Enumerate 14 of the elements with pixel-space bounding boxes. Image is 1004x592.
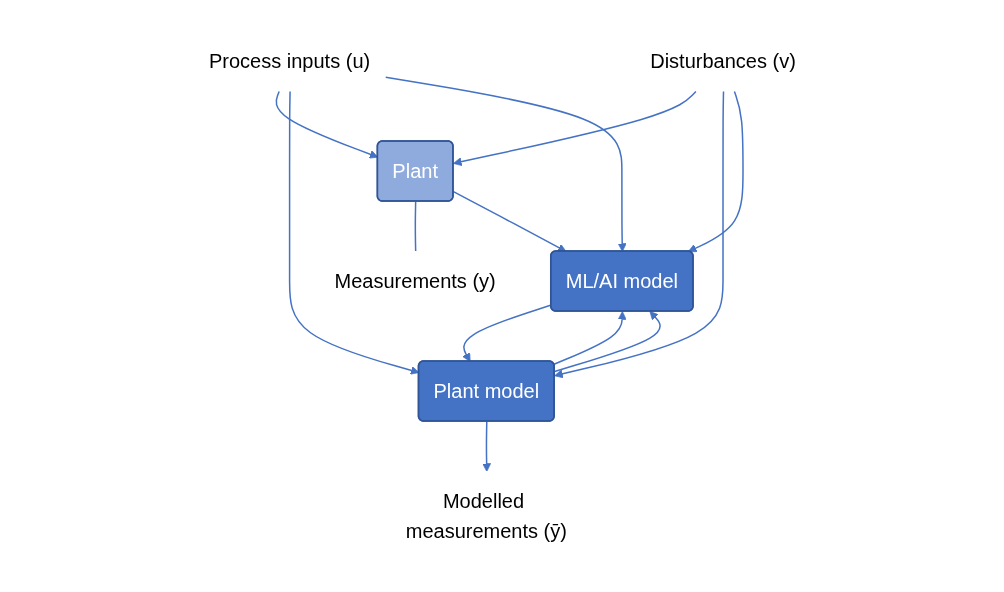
node-text: Disturbances (v): [649, 50, 796, 72]
arrow: [552, 311, 627, 365]
arrow: [481, 420, 491, 472]
node-text: Modelled measurements (ȳ): [405, 490, 567, 542]
arrow: [553, 311, 661, 373]
arrow: [687, 90, 744, 253]
node-text: Measurements (y): [334, 270, 496, 292]
connector: [414, 200, 416, 253]
arrow: [288, 90, 419, 375]
node-text: Process inputs (u): [208, 50, 370, 72]
arrow: [553, 90, 724, 379]
arrow: [384, 76, 627, 252]
arrow: [452, 90, 697, 167]
arrow: [452, 190, 566, 252]
